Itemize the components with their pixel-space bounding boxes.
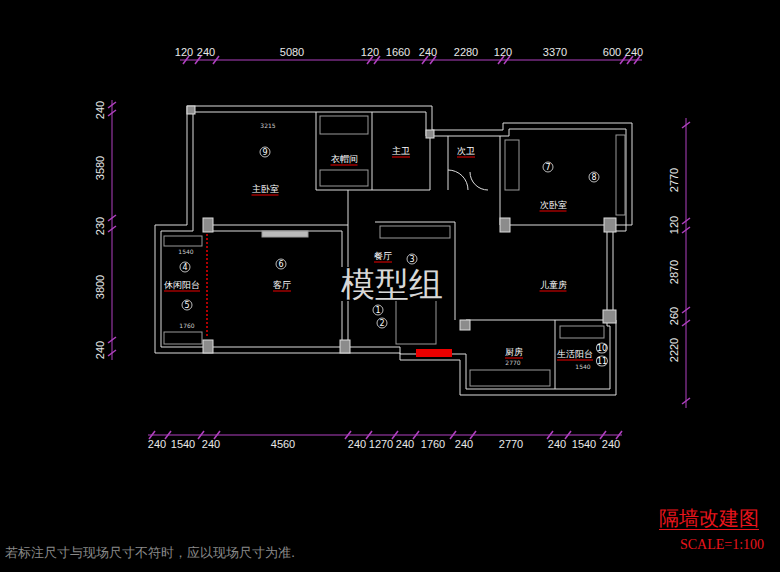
callout-number: 7 [543, 162, 554, 173]
dimension-text: 240 [95, 101, 106, 119]
room-name: 生活阳台 [557, 350, 593, 361]
dimension-text: 1760 [421, 439, 445, 450]
room-name: 次卫 [457, 147, 475, 158]
note-text: 若标注尺寸与现场尺寸不符时，应以现场尺寸为准. [5, 546, 295, 559]
dimension-text: 240 [95, 341, 106, 359]
dimension-text: 260 [669, 307, 680, 325]
dimension-text: 1270 [369, 439, 393, 450]
room-name: 厨房 [505, 348, 523, 359]
watermark: 模型组 [339, 267, 445, 301]
dimension-text: 1540 [178, 249, 193, 255]
dimension-lines [108, 56, 690, 439]
room-name: 衣帽间 [331, 155, 358, 166]
dimension-text: 1660 [386, 47, 410, 58]
new-partition [206, 234, 208, 338]
dimension-text: 240 [419, 47, 437, 58]
dimension-text: 2770 [669, 168, 680, 192]
dimension-text: 120 [669, 216, 680, 234]
dimension-text: 1540 [171, 439, 195, 450]
dimension-text: 3370 [543, 47, 567, 58]
callout-number: 3 [407, 254, 418, 265]
dimension-text: 240 [548, 439, 566, 450]
room-name: 餐厅 [374, 252, 392, 263]
callout-number: 4 [180, 262, 191, 273]
dimension-text: 1540 [572, 439, 596, 450]
scale-caption: SCALE=1:100 [680, 538, 764, 552]
dimension-text: 240 [625, 47, 643, 58]
walls [155, 106, 632, 395]
dimension-text: 4560 [271, 439, 295, 450]
dimension-text: 240 [197, 47, 215, 58]
callout-number: 8 [589, 172, 600, 183]
dimension-text: 240 [148, 439, 166, 450]
dimension-text: 3800 [95, 275, 106, 299]
dimension-text: 2770 [505, 360, 520, 366]
callout-number: 2 [377, 318, 388, 329]
callout-number: 11 [596, 356, 608, 367]
dimension-text: 3580 [95, 156, 106, 180]
dimension-text: 2280 [454, 47, 478, 58]
dimension-text: 2870 [669, 260, 680, 284]
dimension-text: 120 [361, 47, 379, 58]
dimension-text: 230 [95, 217, 106, 235]
dimension-text: 120 [494, 47, 512, 58]
dimension-text: 240 [602, 439, 620, 450]
dimension-text: 240 [396, 439, 414, 450]
new-wall [416, 349, 452, 357]
dimension-text: 240 [455, 439, 473, 450]
dimension-text: 3215 [260, 123, 275, 129]
room-name: 主卧室 [252, 185, 279, 196]
dimension-text: 600 [603, 47, 621, 58]
dimension-text: 240 [348, 439, 366, 450]
dimension-text: 2220 [669, 338, 680, 362]
dimension-text: 1540 [575, 364, 590, 370]
dimension-text: 240 [202, 439, 220, 450]
dimension-text: 1760 [179, 323, 194, 329]
columns [187, 106, 616, 353]
room-name: 休闲阳台 [164, 281, 200, 292]
drawing-title: 隔墙改建图 [659, 508, 759, 530]
furniture [164, 116, 625, 386]
room-name: 客厅 [273, 281, 291, 292]
room-name: 主卫 [392, 147, 410, 158]
dimension-text: 2770 [499, 439, 523, 450]
dimension-text: 120 [175, 47, 193, 58]
callout-number: 6 [276, 259, 287, 270]
callout-number: 10 [596, 343, 608, 354]
callout-number: 9 [260, 147, 271, 158]
room-name: 次卧室 [540, 201, 567, 212]
callout-number: 1 [373, 305, 384, 316]
dimension-text: 5080 [280, 47, 304, 58]
callout-number: 5 [182, 300, 193, 311]
room-name: 儿童房 [540, 281, 567, 292]
